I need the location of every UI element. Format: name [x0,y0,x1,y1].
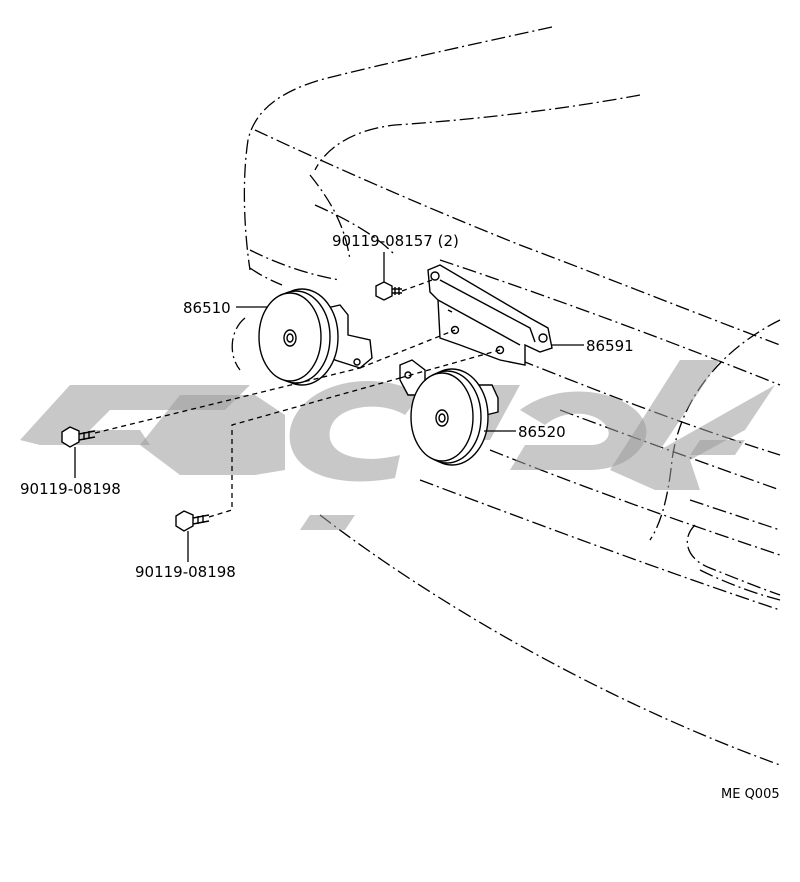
figure-code: ME Q005 [721,787,780,802]
label-bolt-top: 90119-08157 (2) [332,232,459,250]
label-bolt-bottom: 90119-08198 [135,563,236,581]
horn-86510 [258,288,373,386]
assembly-lines [94,279,501,518]
label-horn-86510: 86510 [183,299,231,317]
label-bracket-86591: 86591 [586,337,634,355]
horn-86520 [399,359,499,466]
horn-bracket-86591 [427,264,553,366]
label-bolt-left: 90119-08198 [20,480,121,498]
leader-lines [74,252,584,562]
watermark-logo [20,360,775,530]
bolt-90119-08198-bottom [175,510,210,532]
bolt-90119-08157 [375,281,402,301]
label-horn-86520: 86520 [518,423,566,441]
bolt-90119-08198-left [61,426,96,448]
